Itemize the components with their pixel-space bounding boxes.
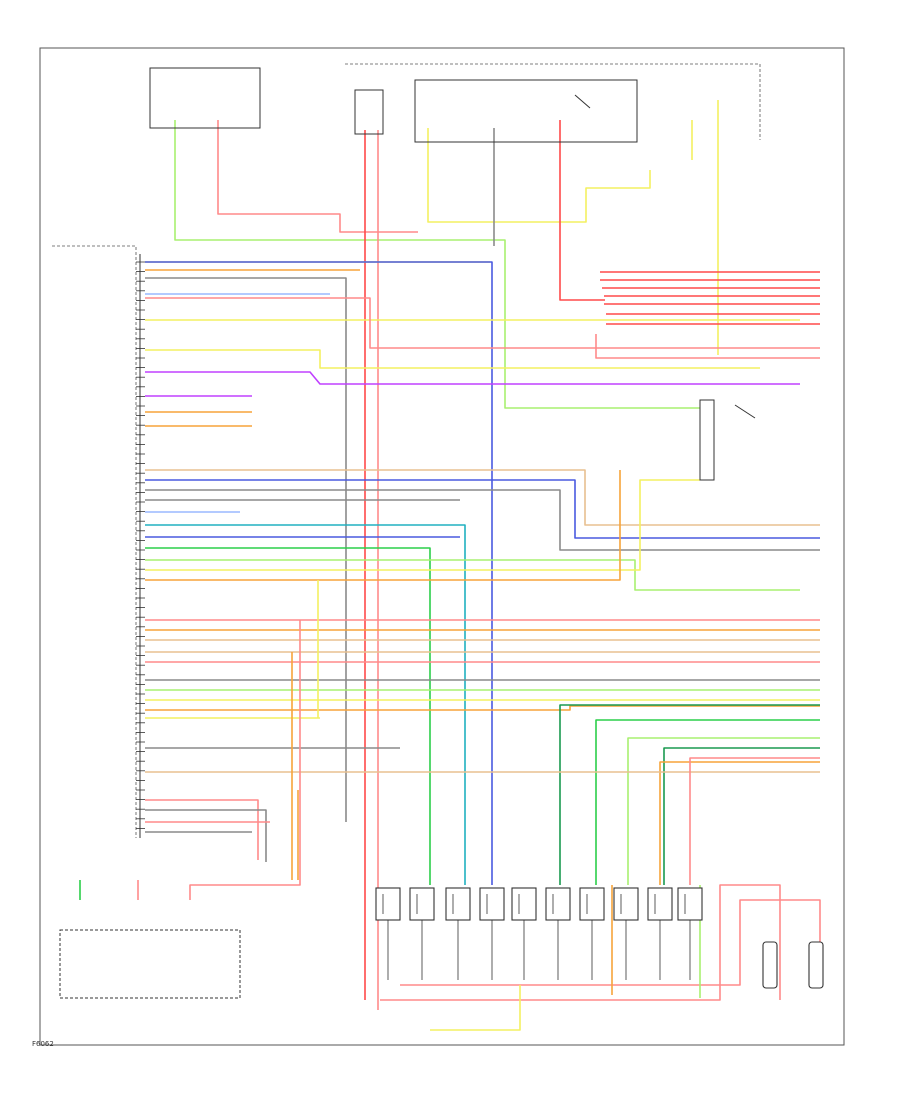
wire-12: [145, 277, 347, 822]
sensor-1: [762, 941, 778, 989]
wire-30: [145, 479, 700, 571]
wire-68: [430, 985, 521, 1031]
wire-4: [427, 128, 651, 223]
injector-8: [613, 887, 639, 921]
wire-1: [217, 120, 418, 233]
power-box-outline: [345, 63, 761, 140]
injector-10: [677, 887, 703, 921]
diagram-border: [39, 47, 845, 1046]
sensor-2: [808, 941, 824, 989]
power-distribution-box: [414, 79, 638, 143]
fuse-box-left: [149, 67, 261, 129]
injector-5: [511, 887, 537, 921]
pcm-outline: [52, 245, 137, 838]
wire-42: [595, 719, 820, 885]
wire-66: [380, 884, 781, 1001]
relay-contact: [734, 404, 756, 419]
relay-contact: [574, 94, 591, 109]
wire-47: [659, 761, 820, 885]
wire-45: [627, 737, 820, 885]
wire-0: [174, 120, 700, 409]
injector-3: [445, 887, 471, 921]
wire-49: [689, 757, 820, 885]
injector-1: [375, 887, 401, 921]
wire-40: [145, 705, 820, 711]
wire-23: [145, 489, 820, 551]
wire-28: [145, 547, 431, 885]
diagram-code: F6062: [32, 1040, 54, 1048]
wire-21: [145, 469, 820, 526]
wire-group: [79, 100, 821, 1031]
relay-box: [354, 89, 384, 135]
diagram-outline: [39, 47, 845, 1046]
injector-4: [479, 887, 505, 921]
injector-6: [545, 887, 571, 921]
injector-2: [409, 887, 435, 921]
wire-62: [189, 620, 301, 900]
wire-7: [559, 120, 605, 301]
wire-31: [145, 470, 621, 581]
wire-16: [145, 349, 760, 369]
wire-26: [145, 524, 466, 885]
wire-10: [145, 261, 493, 885]
wire-17: [145, 371, 800, 385]
wire-46: [663, 747, 820, 885]
wire-41: [559, 704, 820, 885]
wire-15: [145, 297, 820, 349]
wire-22: [145, 479, 820, 539]
wire-51: [145, 809, 267, 862]
component-group: [59, 63, 824, 999]
wire-50: [145, 799, 259, 860]
pin-stub-group: [136, 261, 145, 829]
wire-61: [595, 334, 820, 359]
injector-7: [579, 887, 605, 921]
wire-29: [145, 559, 800, 591]
transmission-sensor-box: [59, 929, 241, 999]
park-neutral-switch: [699, 399, 715, 481]
wire-67: [400, 899, 821, 986]
injector-9: [647, 887, 673, 921]
